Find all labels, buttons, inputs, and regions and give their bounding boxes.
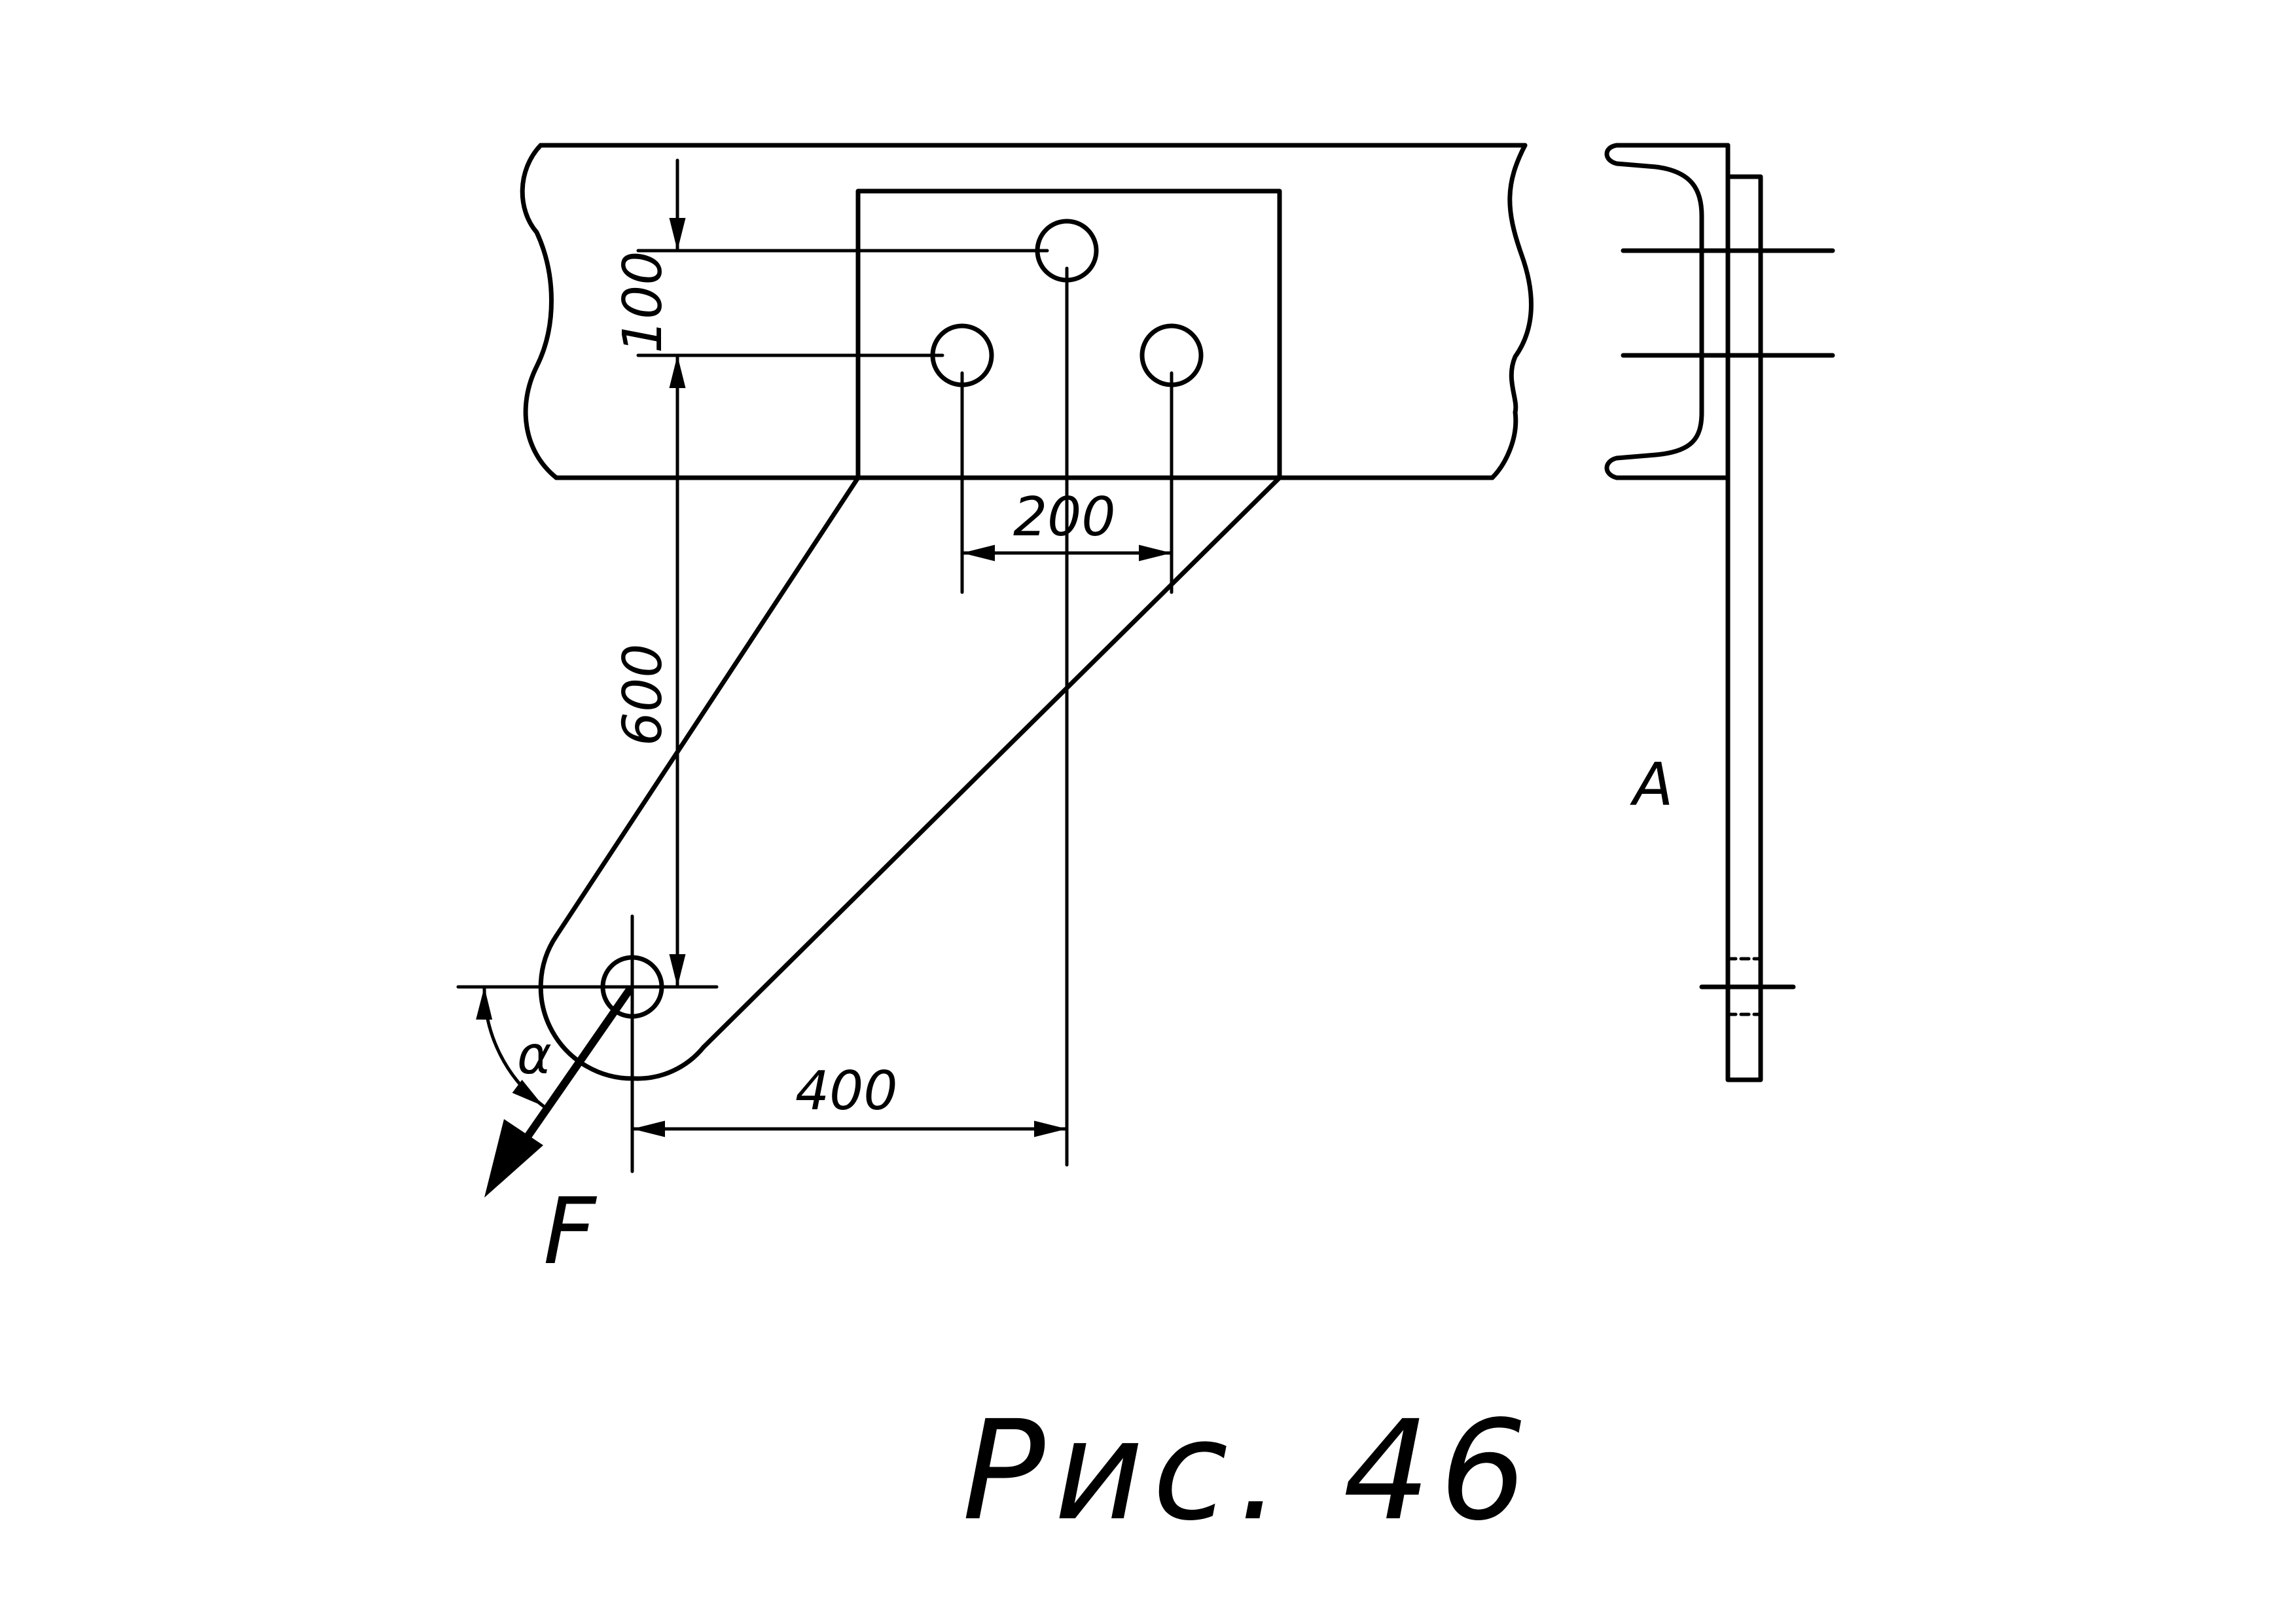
- bracket-plate: [538, 188, 1282, 1081]
- dim-600-label: 600: [612, 643, 674, 746]
- side-view-a: [1604, 143, 1835, 1082]
- dim-200-label: 200: [1013, 486, 1116, 548]
- extension-lines: [636, 249, 1174, 1167]
- angle-alpha-label: α: [517, 1025, 552, 1086]
- force-label: F: [543, 1179, 598, 1285]
- dim-400-label: 400: [795, 1060, 898, 1122]
- dimension-lines: [476, 158, 1174, 1137]
- beam-front-view: [520, 143, 1534, 480]
- dim-100-label: 100: [612, 251, 674, 353]
- force-arrow: [484, 988, 632, 1198]
- view-a-label: A: [1630, 751, 1674, 819]
- figure-caption: Рис. 46: [962, 1391, 1536, 1551]
